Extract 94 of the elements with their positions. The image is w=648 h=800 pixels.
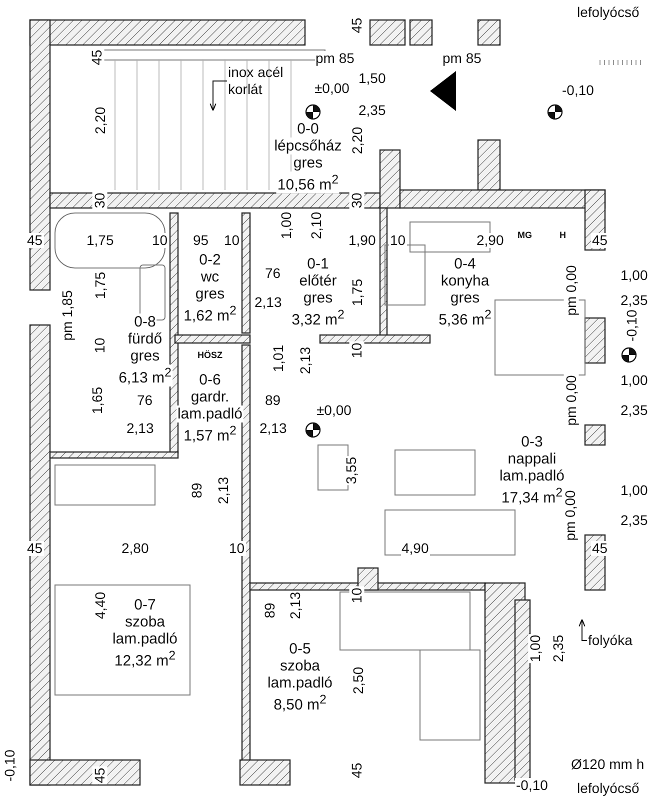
level-label: -0,10 (561, 82, 595, 98)
dimension-label: 95 (192, 232, 210, 248)
note-text: lefolyócső (576, 4, 640, 20)
dimension-label: 2,80 (120, 540, 150, 556)
level-label: ±0,00 (316, 402, 352, 418)
level-label: -0,10 (624, 308, 640, 342)
dimension-label: 2,50 (350, 665, 366, 695)
floor-finish: lam.padló (111, 630, 179, 648)
dimension-label: 3,55 (344, 455, 359, 485)
dimension-label: 2,13 (288, 590, 303, 620)
dimension-label: 2,90 (476, 232, 505, 248)
dimension-label: 45 (591, 540, 609, 556)
dimension-label: 2,35 (550, 633, 566, 663)
dimension-label: 1,90 (348, 232, 377, 248)
dimension-label: 76 (136, 392, 154, 408)
dimension-label: 89 (262, 601, 278, 619)
dimension-label: 1,00 (620, 268, 648, 282)
dimension-label: 2,20 (350, 125, 365, 155)
callout-text: inox acél korlát (228, 64, 298, 98)
dimension-label: 1,01 (270, 343, 286, 373)
dimension-label: 1,65 (90, 385, 105, 415)
equipment-label: HÖSZ (196, 348, 224, 362)
dimension-label: 2,20 (92, 105, 108, 135)
equipment-label: H (558, 228, 567, 242)
dimension-label: 4,40 (92, 590, 108, 620)
floor-finish: lam.padló (498, 468, 566, 484)
dimension-label: 1,50 (358, 70, 387, 86)
level-label: pm 1,85 (59, 288, 74, 342)
room-area: 8,50 m$^{2}$ (272, 692, 328, 714)
dimension-label: 45 (349, 761, 364, 779)
room-area: 1,62 m$^{2}$ (182, 302, 238, 324)
note-text: Ø120 mm h (570, 756, 646, 772)
dimension-label: 45 (26, 540, 44, 556)
dimension-label: 45 (26, 232, 44, 248)
dimension-label: 2,13 (258, 420, 288, 436)
dimension-label: 45 (89, 48, 104, 66)
dimension-label: 10 (349, 586, 364, 604)
level-label: ±0,00 (314, 80, 350, 96)
dimension-label: 30 (92, 191, 108, 209)
dimension-label: 1,00 (620, 372, 648, 388)
dimension-label: 2,13 (298, 345, 313, 375)
dimension-label: 1,75 (350, 277, 365, 307)
level-label: pm 0,00 (562, 488, 578, 542)
dimension-label: 1,75 (92, 270, 108, 300)
level-label: pm 0,00 (563, 374, 578, 426)
leader-line (210, 80, 228, 112)
dimension-label: 10 (151, 232, 169, 248)
room-area: 12,32 m$^{2}$ (113, 648, 177, 670)
room-area: 1,57 m$^{2}$ (182, 422, 238, 444)
dimension-label: 2,13 (216, 475, 231, 505)
callout-text: folyóka (588, 632, 632, 649)
dimension-label: 30 (349, 191, 364, 209)
dimension-label: 2,35 (620, 402, 648, 418)
floor-finish: lam.padló (266, 674, 334, 692)
dimension-label: 4,90 (400, 540, 430, 556)
dimension-label: 10 (349, 341, 364, 359)
room-name: nappali (506, 450, 558, 468)
room-area: 10,56 m$^{2}$ (276, 172, 340, 194)
dimension-label: 2,13 (254, 294, 283, 310)
room-name: konyha (440, 272, 490, 290)
dimension-label: 10 (92, 336, 108, 354)
dimension-label: 10 (389, 232, 407, 248)
level-label: -0,10 (515, 778, 549, 792)
room-area: 3,32 m$^{2}$ (290, 306, 346, 328)
dimension-label: 89 (189, 481, 204, 499)
note-text: lefolyócső (576, 780, 640, 796)
level-label: pm 85 (442, 50, 482, 66)
dimension-label: 76 (264, 266, 282, 280)
room-area: 17,34 m$^{2}$ (500, 484, 564, 506)
dimension-label: 1,00 (278, 210, 294, 240)
level-label: -0,10 (2, 748, 18, 782)
dimension-label: 45 (349, 16, 364, 34)
leader-line (578, 618, 588, 641)
room-area: 6,13 m$^{2}$ (118, 364, 172, 386)
dimension-label: 1,00 (528, 633, 543, 663)
dimension-label: 2,13 (126, 420, 155, 436)
dimension-label: 89 (264, 392, 282, 408)
room-name: lépcsőház (273, 138, 343, 154)
dimension-label: 2,35 (620, 292, 648, 308)
dimension-label: 1,00 (620, 482, 648, 498)
dimension-label: 2,10 (308, 210, 324, 240)
dimension-label: 10 (223, 232, 241, 248)
equipment-label: MG (516, 228, 533, 242)
room-name: gardr. (190, 388, 230, 406)
dimension-label: 10 (228, 540, 246, 556)
dimension-label: 2,35 (358, 102, 387, 118)
dimension-label: 45 (92, 766, 108, 784)
dimension-label: 2,35 (620, 512, 648, 528)
floor-finish: lam.padló (176, 406, 244, 422)
room-area: 5,36 m$^{2}$ (438, 306, 492, 328)
dimension-label: 45 (591, 232, 609, 248)
level-label: pm 0,00 (563, 264, 578, 316)
dimension-label: 1,75 (86, 232, 115, 248)
level-label: pm 85 (314, 50, 356, 66)
